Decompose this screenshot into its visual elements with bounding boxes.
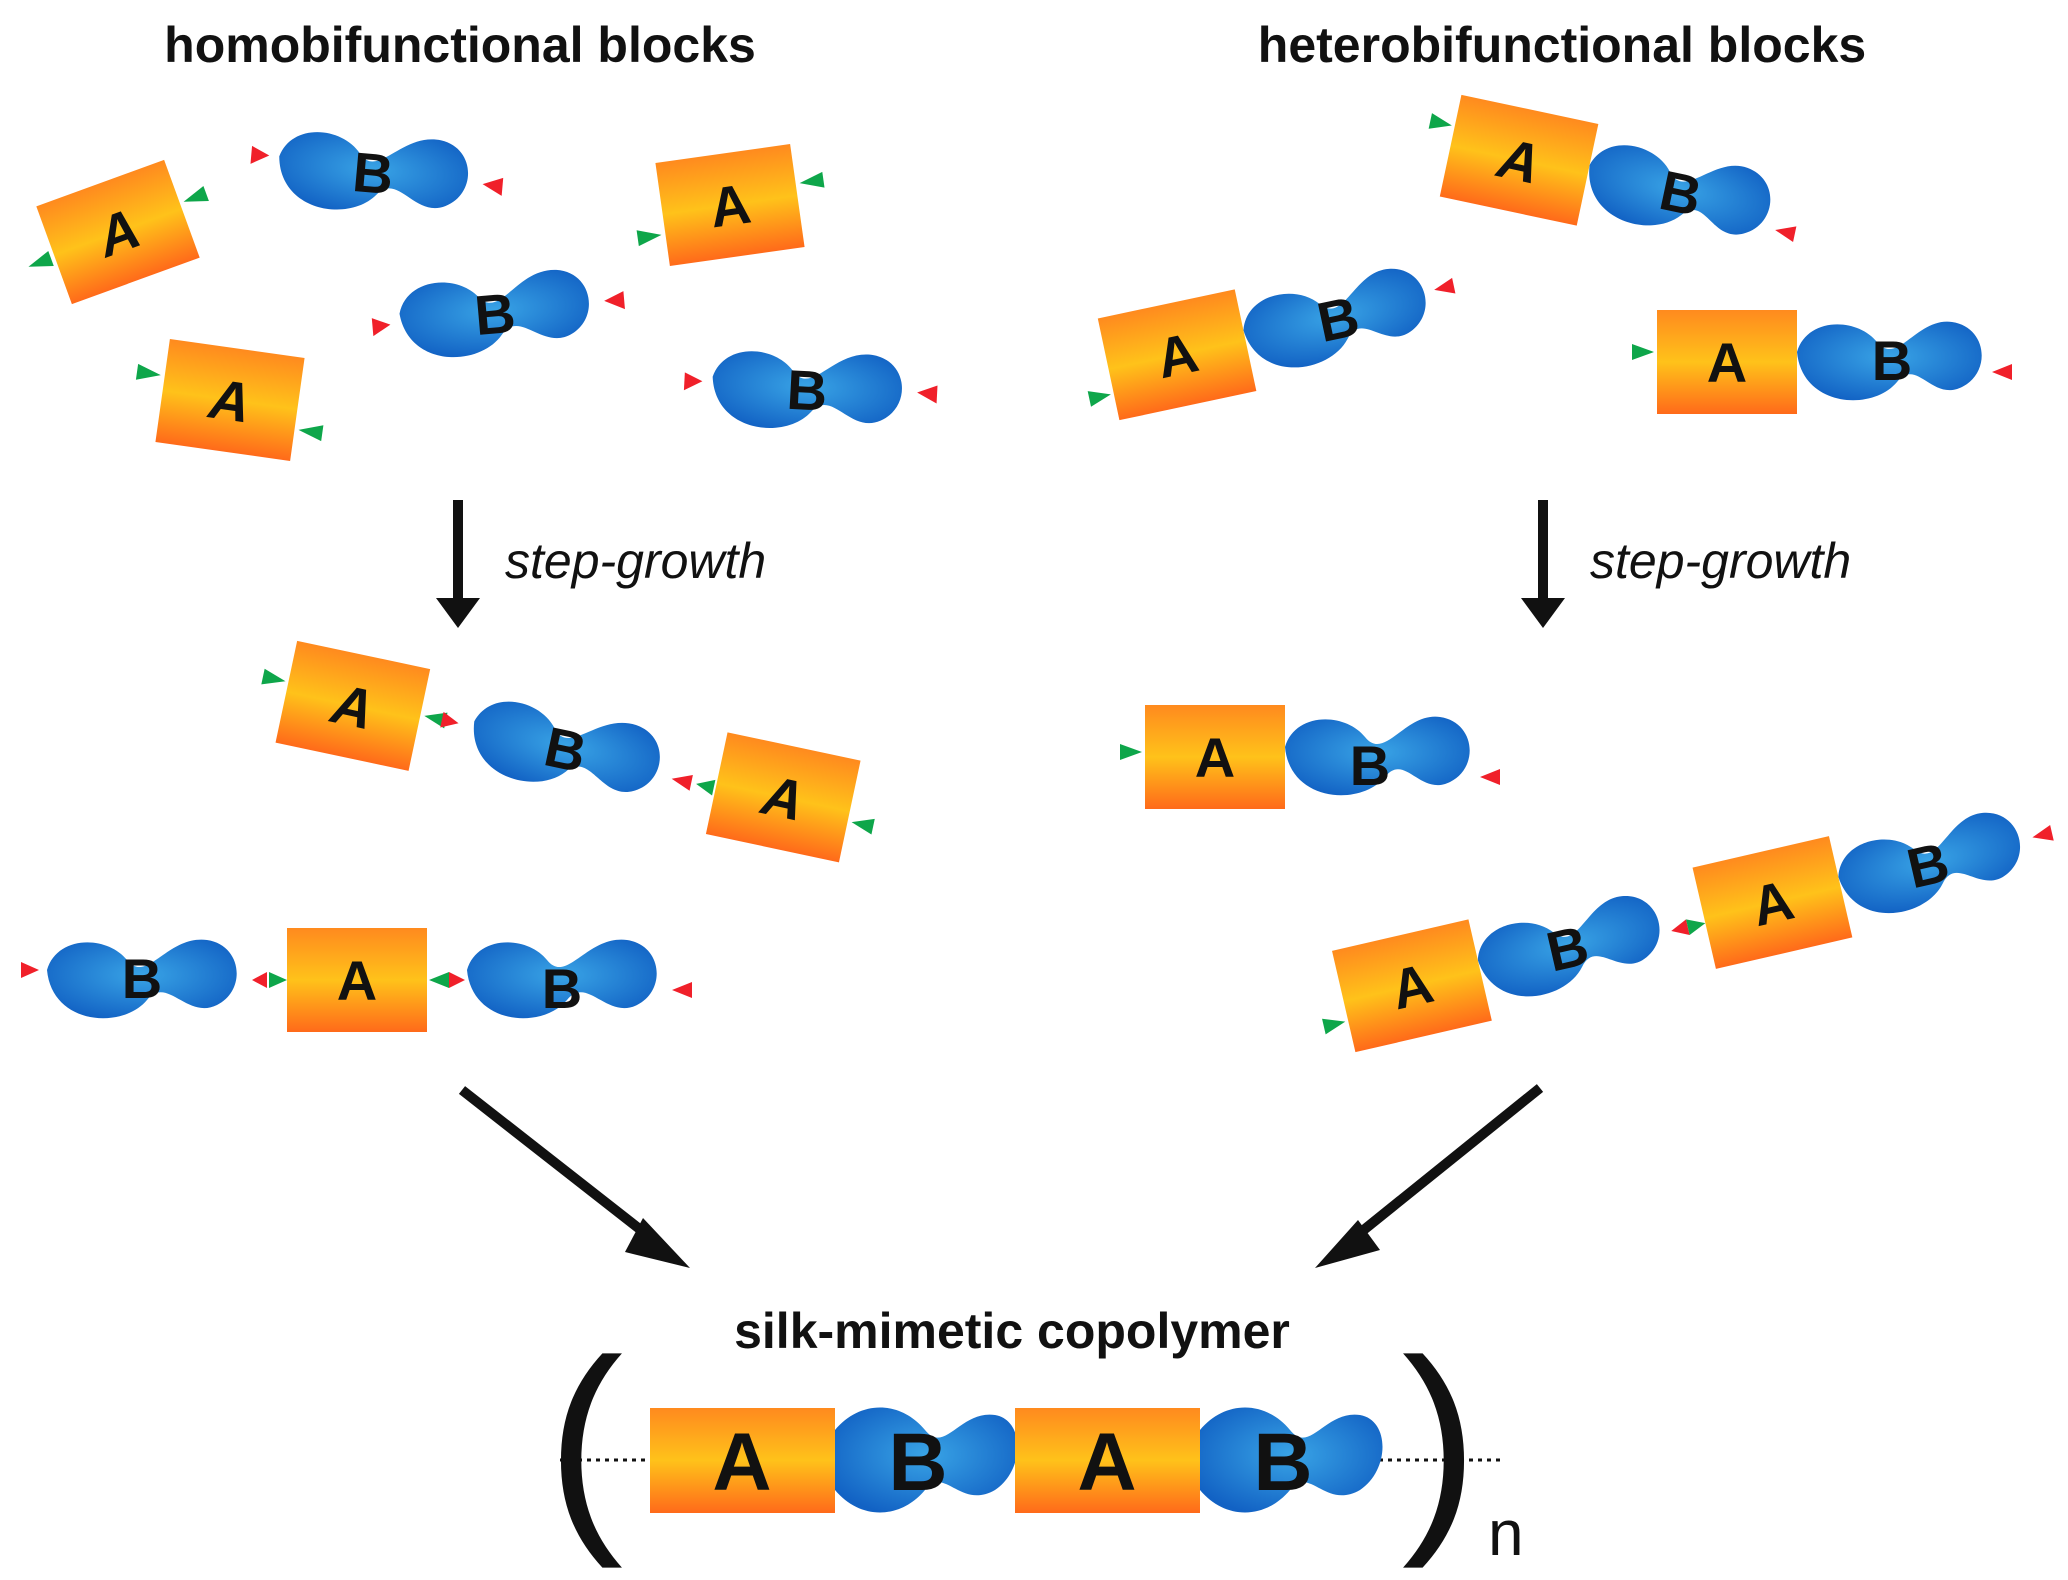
svg-text:A: A: [1195, 726, 1235, 789]
svg-text:B: B: [1253, 1417, 1312, 1508]
svg-text:A: A: [1707, 331, 1747, 394]
homo-block-b: B: [683, 351, 938, 428]
homo-block-a: A: [135, 339, 324, 461]
close-parenthesis: ): [1402, 1312, 1479, 1569]
left-step-growth-label: step-growth: [505, 533, 766, 589]
svg-text:B: B: [785, 358, 829, 423]
homo-intermediate-bab: B A B: [21, 928, 692, 1032]
product-block-a: A: [1015, 1408, 1200, 1513]
left-step-growth-arrow: [436, 500, 480, 628]
svg-text:A: A: [204, 366, 255, 434]
svg-text:B: B: [542, 957, 582, 1020]
hetero-intermediate-abab: A B A B: [1322, 812, 2054, 1053]
svg-text:A: A: [1077, 1417, 1136, 1508]
right-step-growth-label: step-growth: [1590, 533, 1851, 589]
svg-text:B: B: [122, 947, 162, 1010]
homo-block-a: A: [28, 159, 209, 305]
svg-text:B: B: [1350, 734, 1390, 797]
svg-text:A: A: [706, 171, 755, 239]
hetero-block-ab: A B: [1632, 310, 2012, 414]
svg-text:A: A: [337, 949, 377, 1012]
product-block-b: B: [1200, 1407, 1383, 1513]
repeat-subscript: n: [1488, 1497, 1524, 1569]
heterobifunctional-heading: heterobifunctional blocks: [1258, 17, 1866, 73]
svg-text:A: A: [712, 1417, 771, 1508]
product-heading: silk-mimetic copolymer: [734, 1303, 1290, 1359]
product-chain: A B A B: [650, 1407, 1383, 1513]
hetero-block-ab: A B: [1087, 268, 1456, 421]
open-parenthesis: (: [547, 1312, 624, 1569]
homo-block-a: A: [636, 144, 825, 266]
product-block-b: B: [835, 1407, 1018, 1513]
homo-block-b: B: [250, 132, 504, 210]
right-converging-arrow: [1315, 1084, 1544, 1268]
right-step-growth-arrow: [1521, 500, 1565, 628]
hetero-intermediate-ab: A B: [1120, 705, 1500, 809]
hetero-block-ab: A B: [1428, 94, 1797, 243]
left-converging-arrow: [458, 1086, 690, 1268]
svg-text:B: B: [472, 281, 518, 347]
homobifunctional-heading: homobifunctional blocks: [164, 17, 756, 73]
svg-text:B: B: [350, 140, 396, 206]
svg-text:B: B: [888, 1417, 947, 1508]
product-block-a: A: [650, 1408, 835, 1513]
homo-intermediate-aba: A B A: [261, 640, 875, 863]
svg-text:B: B: [1872, 329, 1912, 392]
homo-block-b: B: [371, 269, 625, 358]
